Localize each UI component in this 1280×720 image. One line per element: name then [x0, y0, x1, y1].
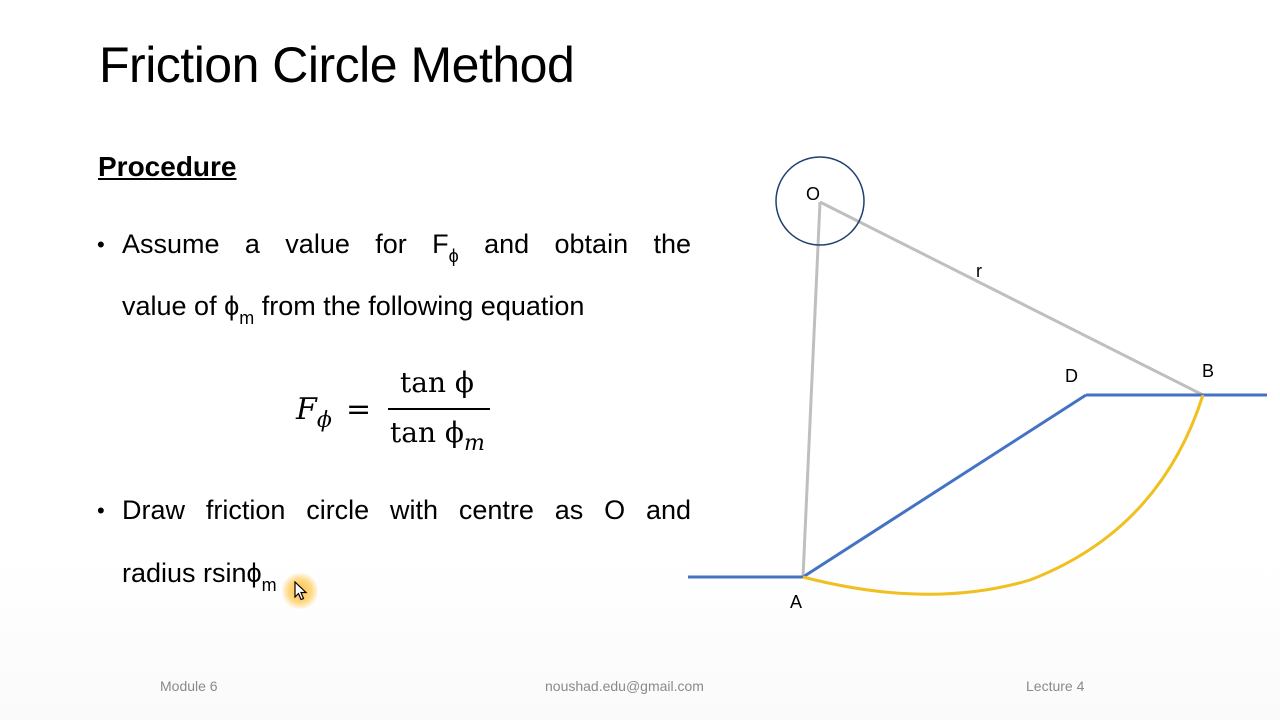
- bullet-2-line-1: Draw friction circle with centre as O an…: [122, 495, 691, 525]
- slip-circle-arc: [802, 394, 1205, 596]
- equation-equals-sign: =: [346, 392, 372, 427]
- slide-title: Friction Circle Method: [99, 37, 575, 93]
- bullet-1-text-a: Assume a value for F: [122, 229, 449, 259]
- label-point-o: O: [806, 184, 820, 204]
- bullet-marker: •: [97, 498, 105, 523]
- bullet-1-line-2: value of ϕm from the following equation: [122, 289, 585, 328]
- bullet-1-subscript-m: m: [239, 308, 255, 328]
- bullet-1-line-1: Assume a value for Fϕ and obtain the: [122, 227, 692, 266]
- label-radius-r: r: [976, 261, 982, 281]
- section-heading: Procedure: [98, 151, 237, 182]
- radius-line-ob: [819, 200, 1204, 397]
- label-point-d: D: [1065, 366, 1078, 386]
- equation-denominator: tan ϕm: [390, 416, 485, 456]
- bullet-1-subscript-phi: ϕ: [448, 246, 459, 266]
- equation-lhs-subscript: ϕ: [316, 408, 332, 433]
- slide-background-shade: [0, 560, 1280, 720]
- slope-profile: [688, 393, 1267, 579]
- radius-line-oa: [801, 201, 822, 578]
- equation-denominator-text: tan ϕ: [390, 416, 464, 449]
- equation-numerator: tan ϕ: [400, 366, 474, 399]
- bullet-marker: •: [97, 232, 105, 257]
- radius-lines: [801, 200, 1204, 578]
- label-point-a: A: [790, 592, 802, 612]
- slope-face-ad: [802, 393, 1087, 579]
- footer-email: noushad.edu@gmail.com: [545, 678, 704, 694]
- bullet-1-text-b: and obtain the: [458, 229, 692, 259]
- bullet-2-subscript-m: m: [261, 575, 277, 595]
- equation-lhs: Fϕ: [296, 392, 332, 433]
- mouse-pointer-icon: [294, 581, 308, 601]
- footer-lecture: Lecture 4: [1026, 678, 1085, 694]
- equation-fraction-bar: [388, 408, 490, 410]
- footer-module: Module 6: [160, 678, 218, 694]
- bullet-1-text-c: value of ϕ: [122, 291, 240, 321]
- bullet-2-text-a: radius rsinϕ: [122, 558, 262, 588]
- bullet-1-text-d: from the following equation: [254, 291, 585, 321]
- bullet-2-line-2: radius rsinϕm: [122, 556, 277, 595]
- equation-denominator-subscript: m: [463, 431, 485, 456]
- equation-lhs-symbol: F: [296, 392, 317, 427]
- friction-circle: [775, 156, 865, 246]
- label-point-b: B: [1202, 361, 1214, 381]
